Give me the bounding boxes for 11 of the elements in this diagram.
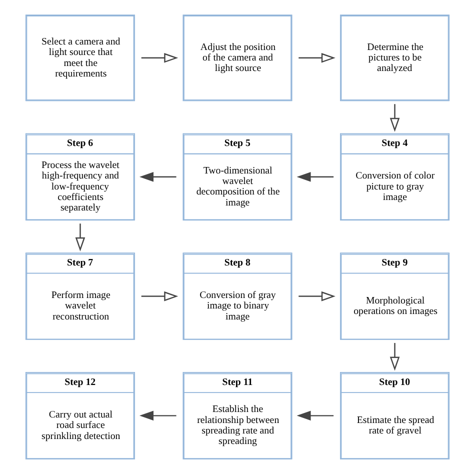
arrow	[389, 104, 400, 132]
arrow	[138, 410, 176, 421]
arrow	[298, 53, 335, 63]
arrow	[140, 53, 178, 63]
arrow	[140, 291, 178, 302]
arrow	[389, 342, 400, 371]
arrow	[296, 410, 334, 421]
arrow	[138, 172, 176, 182]
arrow	[298, 291, 335, 302]
arrow	[296, 172, 334, 182]
arrow	[74, 224, 85, 252]
